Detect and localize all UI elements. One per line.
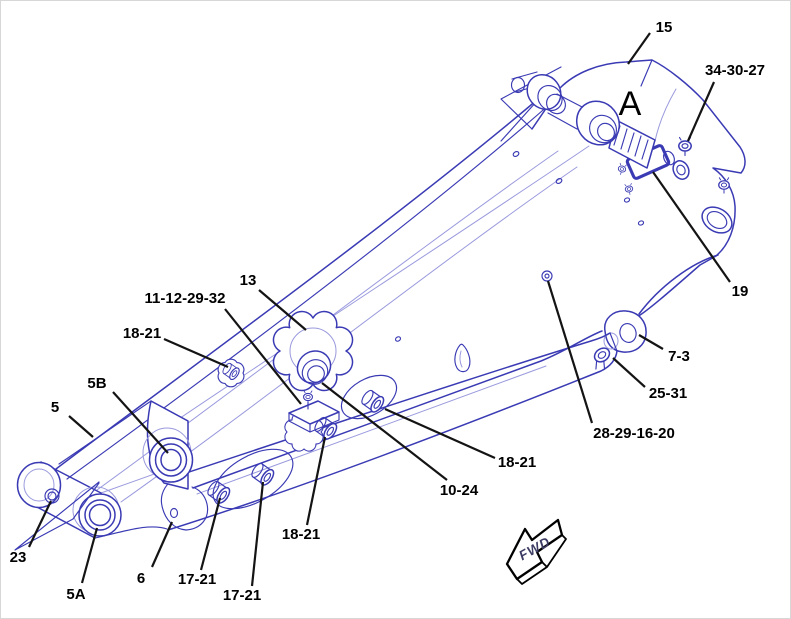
gear-flange-13	[272, 310, 354, 392]
leader-18-21-left	[163, 337, 229, 369]
callout-17-21-b: 17-21	[223, 587, 261, 604]
callout-5: 5	[51, 399, 59, 416]
callout-18-21-right: 18-21	[498, 454, 536, 471]
link-7-3	[603, 310, 647, 353]
leader-15	[627, 32, 651, 65]
callout-28-29-16-20: 28-29-16-20	[593, 425, 675, 442]
leader-13	[258, 289, 307, 331]
cylinder-bosses	[510, 71, 621, 146]
callout-23: 23	[10, 549, 27, 566]
leader-5a	[80, 527, 99, 584]
bolt-head-wing-1	[616, 162, 628, 176]
callout-7-3: 7-3	[668, 348, 690, 365]
leader-28-29-16-20	[546, 280, 594, 424]
callout-15: 15	[656, 19, 673, 36]
foot-wedge	[14, 481, 100, 551]
callout-labels: 15 34-30-27 19 7-3 25-31 28-29-16-20 13 …	[10, 19, 765, 604]
view-letter-a: A	[619, 85, 642, 123]
bracket-oval-right	[340, 374, 398, 420]
bolt-28-29-16-20	[541, 270, 553, 282]
leader-18-21-right	[384, 407, 496, 460]
leader-7-3	[638, 334, 664, 350]
leader-17-21-b	[250, 481, 265, 587]
callout-10-24: 10-24	[440, 482, 479, 499]
bolt-head-right	[718, 177, 730, 194]
leader-17-21-a	[199, 497, 222, 571]
bushing-5b	[142, 400, 194, 490]
fwd-arrow: FWD	[505, 518, 567, 585]
teardrop-cutout	[454, 343, 471, 373]
bolt-25-31	[593, 347, 611, 370]
callout-17-21-a: 17-21	[178, 571, 216, 588]
leader-10-24	[321, 382, 448, 481]
leader-5b	[112, 391, 169, 454]
callout-25-31: 25-31	[649, 385, 687, 402]
leader-34-30-27	[686, 81, 716, 142]
boom-head	[500, 59, 746, 370]
hole-23	[44, 488, 60, 504]
leader-19	[652, 171, 731, 283]
callout-5b: 5B	[87, 375, 106, 392]
callout-18-21-left: 18-21	[123, 325, 161, 342]
leader-25-31	[612, 357, 646, 388]
bolt-head-wing-2	[624, 182, 635, 196]
callout-11-12-29-32: 11-12-29-32	[145, 290, 226, 307]
boom-foot	[14, 461, 168, 551]
clamp-11-12-29-32	[284, 390, 340, 452]
callout-6: 6	[137, 570, 145, 587]
callout-34-30-27: 34-30-27	[705, 62, 765, 79]
callout-13: 13	[240, 272, 257, 289]
leader-lines	[28, 32, 731, 587]
callout-18-21-bottom: 18-21	[282, 526, 320, 543]
boom-drawing	[14, 59, 746, 551]
bracket-oval-left	[212, 448, 294, 510]
leader-11-12-29-32	[224, 308, 302, 405]
callout-5a: 5A	[66, 586, 85, 603]
callout-19: 19	[732, 283, 749, 300]
leader-5	[68, 415, 94, 438]
leader-6	[150, 521, 174, 568]
leader-18-21-bottom	[305, 436, 327, 526]
boom-body	[55, 93, 603, 503]
leader-23	[28, 500, 52, 548]
